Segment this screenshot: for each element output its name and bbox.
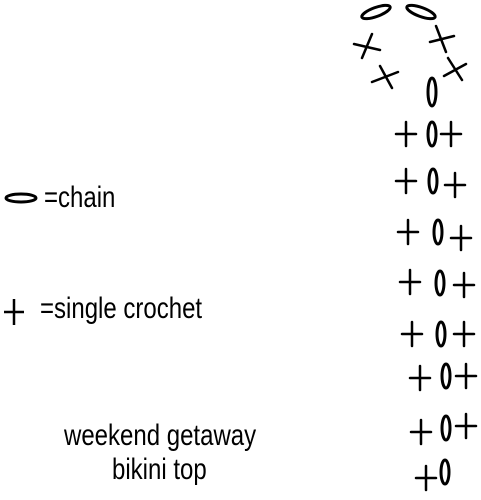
single-crochet-stitch (439, 120, 463, 148)
single-crochet-stitch (449, 224, 473, 252)
single-crochet-stitch (400, 320, 424, 348)
single-crochet-stitch (452, 271, 476, 299)
single-crochet-stitch (398, 268, 422, 296)
single-crochet-stitch (452, 320, 476, 348)
single-crochet-stitch (352, 32, 382, 60)
single-crochet-legend-label: =single crochet (40, 292, 203, 325)
single-crochet-stitch (454, 362, 478, 390)
chain-legend-label: =chain (44, 181, 116, 214)
chain-stitch (440, 414, 452, 442)
single-crochet-stitch (442, 56, 468, 82)
single-crochet-stitch (394, 120, 418, 148)
chain-stitch (439, 458, 451, 486)
strap-row (400, 320, 476, 348)
chain-stitch (360, 3, 392, 21)
chain-stitch (432, 218, 444, 246)
single-crochet-stitch (409, 418, 433, 446)
chain-stitch (434, 269, 446, 297)
strap-row (394, 120, 463, 148)
strap-row (414, 458, 451, 492)
strap-row (408, 362, 478, 392)
single-crochet-stitch (414, 464, 438, 492)
strap-row (396, 218, 473, 252)
single-crochet-stitch (370, 64, 400, 90)
single-crochet-stitch (394, 167, 418, 195)
chain-legend-icon (4, 192, 38, 204)
single-crochet-stitch (396, 218, 420, 246)
chain-stitch (435, 320, 447, 348)
strap-row (409, 412, 478, 446)
single-crochet-stitch (408, 364, 432, 392)
pattern-title-line1: weekend getaway (64, 419, 257, 452)
single-crochet-stitch (454, 412, 478, 440)
chain-stitch (405, 3, 437, 21)
chain-stitch (440, 362, 452, 390)
chain-stitch (426, 120, 438, 148)
single-crochet-stitch (428, 24, 456, 54)
chain-stitch (427, 167, 439, 195)
chain-stitch (426, 76, 438, 108)
strap-row (398, 268, 476, 299)
single-crochet-stitch (443, 171, 467, 199)
strap-row (394, 167, 467, 199)
single-crochet-legend-icon (4, 299, 24, 325)
pattern-title-line2: bikini top (112, 453, 207, 486)
